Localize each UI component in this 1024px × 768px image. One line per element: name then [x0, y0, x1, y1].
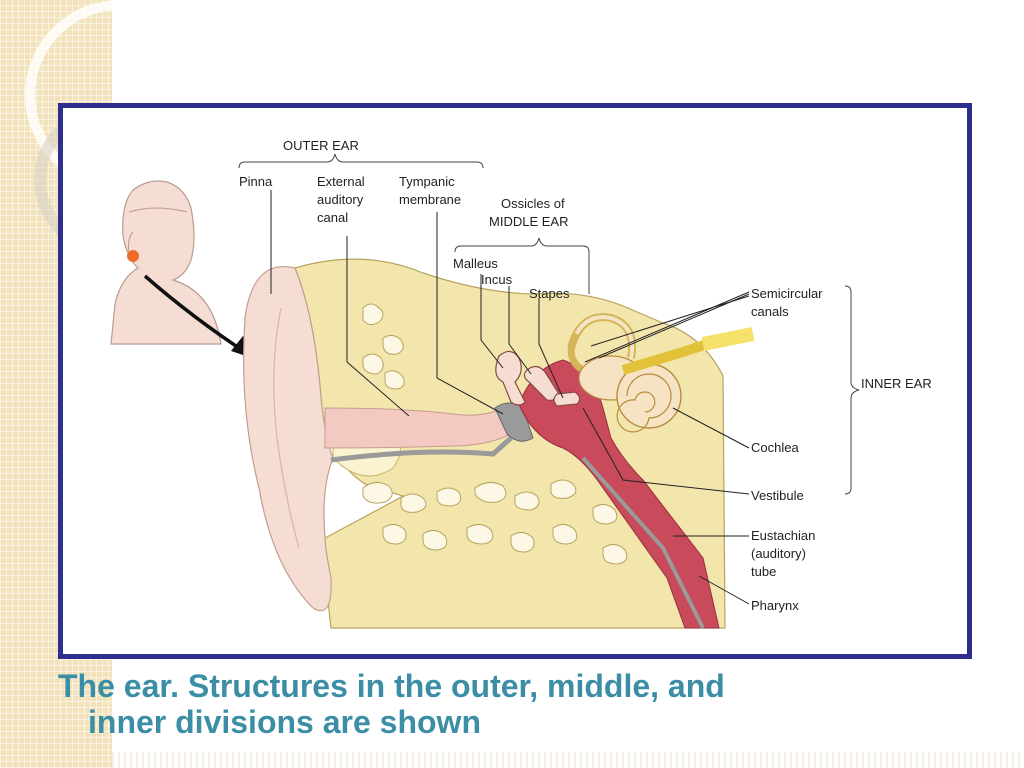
- head-inset: [110, 180, 222, 345]
- label-incus: Incus: [481, 272, 513, 287]
- ear-diagram-frame: OUTER EAR Pinna External auditory canal …: [58, 103, 972, 659]
- label-outer-ear: OUTER EAR: [283, 138, 359, 153]
- caption-line1: The ear. Structures in the outer, middle…: [58, 668, 725, 704]
- brackets: [238, 153, 860, 495]
- label-eustachian-line2: (auditory): [751, 546, 806, 561]
- label-inner-ear: INNER EAR: [861, 376, 932, 391]
- label-canal-line2: auditory: [317, 192, 364, 207]
- decorative-bottom-strip: [112, 752, 1024, 768]
- label-canal-line1: External: [317, 174, 365, 189]
- label-malleus: Malleus: [453, 256, 498, 271]
- label-semicircular-line1: Semicircular: [751, 286, 823, 301]
- figure-caption: The ear. Structures in the outer, middle…: [58, 668, 958, 740]
- label-tympanic-line1: Tympanic: [399, 174, 455, 189]
- inner-ear-shape: [567, 313, 755, 433]
- label-eustachian-line3: tube: [751, 564, 776, 579]
- label-pharynx: Pharynx: [751, 598, 799, 613]
- ossicles-shape: [495, 350, 581, 407]
- label-pinna: Pinna: [239, 174, 273, 189]
- label-semicircular-line2: canals: [751, 304, 789, 319]
- label-tympanic-line2: membrane: [399, 192, 461, 207]
- pinna-shape: [243, 266, 334, 612]
- ear-marker: [127, 250, 139, 262]
- caption-line2: inner divisions are shown: [88, 704, 481, 740]
- label-cochlea: Cochlea: [751, 440, 799, 455]
- ear-diagram: OUTER EAR Pinna External auditory canal …: [110, 138, 932, 629]
- label-ossicles-line1: Ossicles of: [501, 196, 565, 211]
- label-canal-line3: canal: [317, 210, 348, 225]
- label-eustachian-line1: Eustachian: [751, 528, 815, 543]
- label-vestibule: Vestibule: [751, 488, 804, 503]
- leader-lines: [270, 190, 750, 605]
- label-stapes: Stapes: [529, 286, 570, 301]
- label-ossicles-line2: MIDDLE EAR: [489, 214, 568, 229]
